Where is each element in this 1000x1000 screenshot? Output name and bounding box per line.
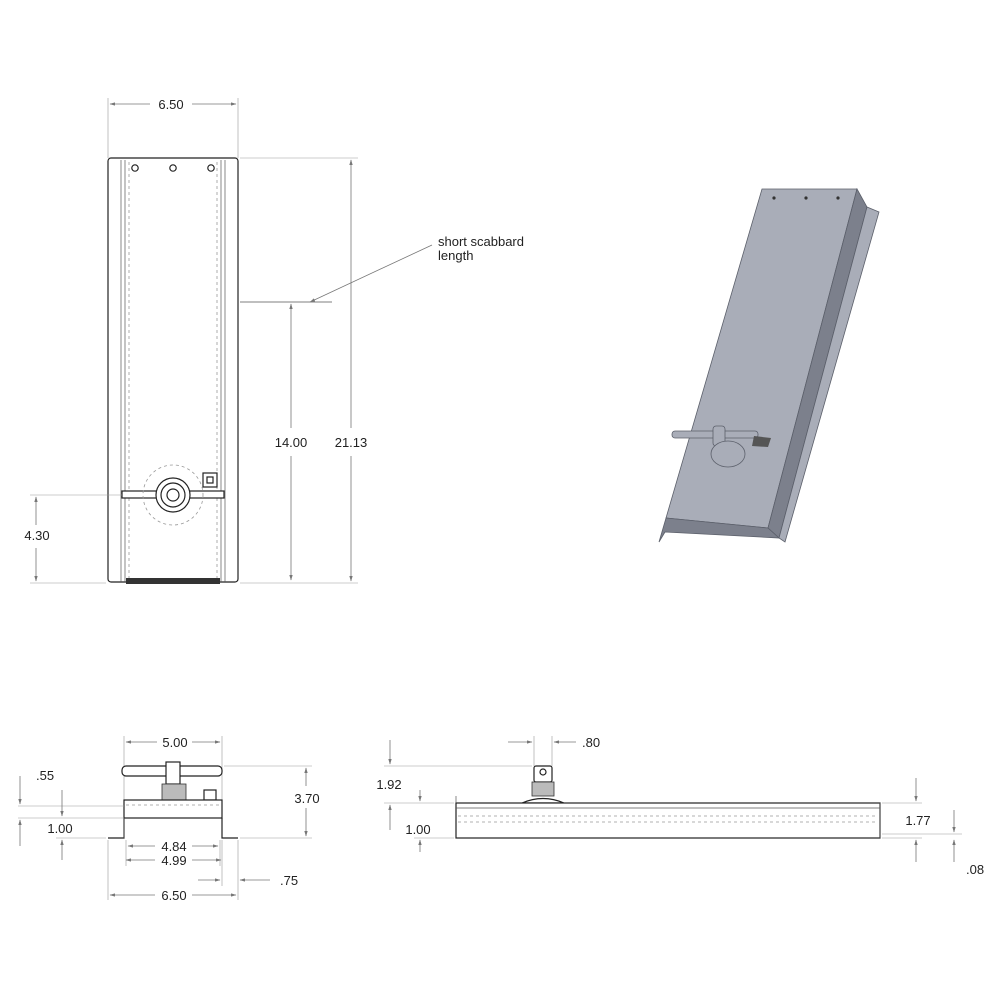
- callout-line-2: length: [438, 248, 473, 263]
- callout-leader: [309, 244, 433, 303]
- callout-line-1: short scabbard: [438, 234, 524, 249]
- iso-hole: [804, 196, 808, 200]
- iso-bottom-lip: [658, 517, 781, 543]
- short-length-dimension: 14.00: [275, 435, 308, 450]
- body-height-dimension: 1.00: [47, 821, 72, 836]
- mounting-hole: [207, 164, 215, 172]
- iso-hole: [772, 196, 776, 200]
- front-view: 6.50 14.00 21.13: [24, 97, 524, 584]
- overall-width-dimension: 6.50: [161, 888, 186, 903]
- mounting-hole: [131, 164, 139, 172]
- side-body: [455, 802, 881, 839]
- end-handle-stem: [165, 761, 181, 785]
- flange-height-dimension: 1.77: [905, 813, 930, 828]
- bottom-lip: [126, 578, 220, 584]
- pin-width-dimension: .80: [582, 735, 600, 750]
- handle-height-dimension: 4.30: [24, 528, 49, 543]
- isometric-view: [658, 187, 880, 543]
- iso-lock-tab: [752, 436, 771, 447]
- thickness-dimension: .08: [966, 862, 984, 877]
- iso-hole: [836, 196, 840, 200]
- side-handle-height-dimension: 1.92: [376, 777, 401, 792]
- handle-pin: [166, 488, 180, 502]
- side-knob-base: [521, 797, 565, 804]
- inner-width-b-dimension: 4.99: [161, 853, 186, 868]
- mounting-hole: [169, 164, 177, 172]
- overall-height-dimension: 21.13: [335, 435, 368, 450]
- end-view: 5.00 .55 1.00 3.70 4.84: [18, 735, 320, 903]
- side-view: .80 1.92 1.00 1.77 .08: [376, 735, 984, 877]
- side-pin-hole: [539, 768, 547, 776]
- end-lock-tab: [203, 789, 217, 801]
- iso-flange: [778, 206, 880, 543]
- end-thread: [161, 783, 187, 801]
- scabbard-body: [107, 157, 239, 583]
- handle-sweep-circle: [142, 464, 204, 526]
- overall-height-dimension: 3.70: [294, 791, 319, 806]
- side-thread: [531, 781, 555, 797]
- top-width-dimension: 5.00: [162, 735, 187, 750]
- handle-offset-dimension: .55: [36, 768, 54, 783]
- lock-tab-hole: [206, 476, 214, 484]
- end-right-flange: [221, 818, 238, 839]
- flange-dimension: .75: [280, 873, 298, 888]
- end-body: [123, 799, 223, 819]
- inner-width-a-dimension: 4.84: [161, 839, 186, 854]
- side-body-height-dimension: 1.00: [405, 822, 430, 837]
- iso-handle-knob: [710, 440, 746, 468]
- width-dimension: 6.50: [158, 97, 183, 112]
- end-left-flange: [108, 818, 125, 839]
